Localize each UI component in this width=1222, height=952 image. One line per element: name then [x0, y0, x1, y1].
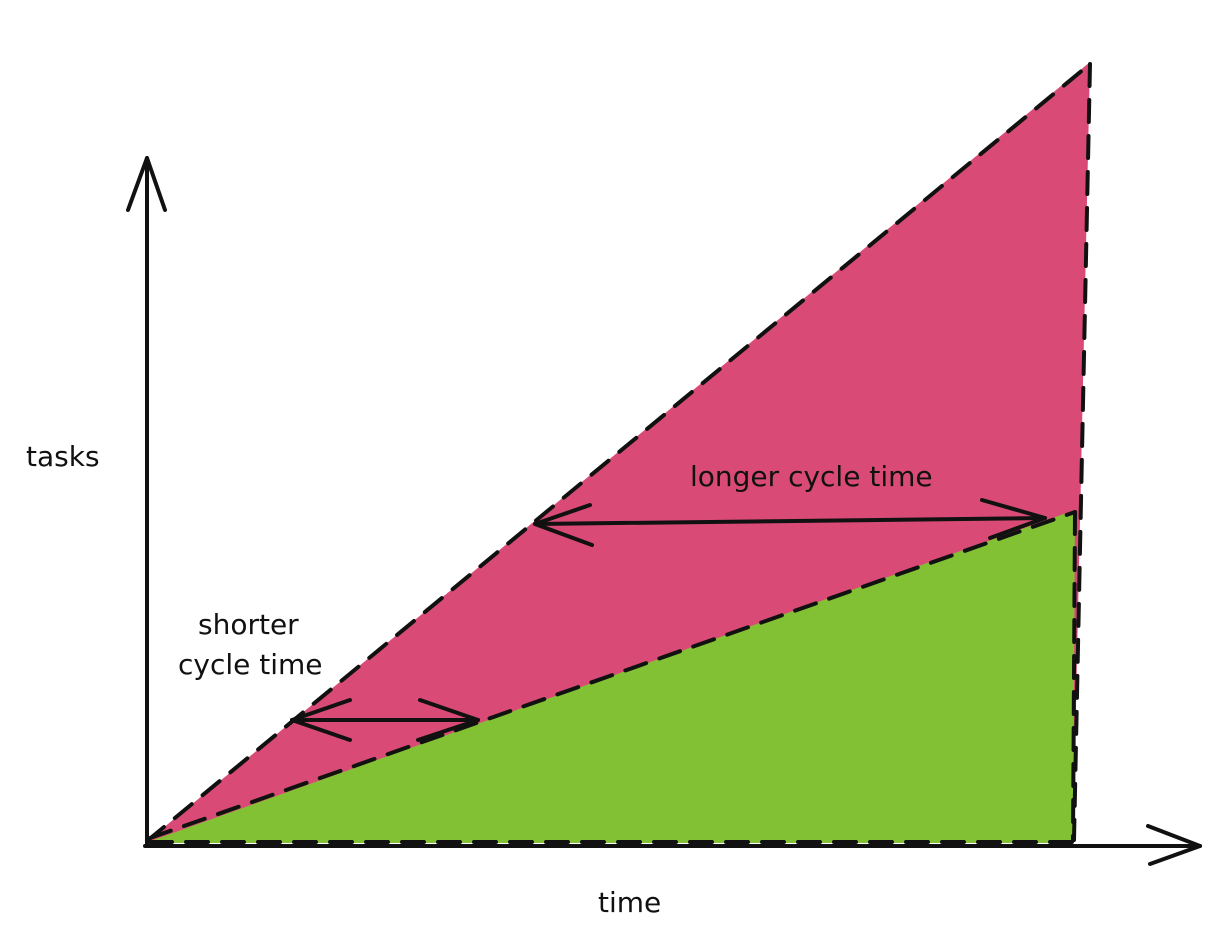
upper-line — [145, 62, 1092, 843]
right-edge — [1072, 62, 1092, 842]
lower-right-edge — [1071, 510, 1077, 842]
shorter-cycle-time-arrow — [290, 698, 480, 742]
y-axis-label: tasks — [26, 440, 100, 473]
longer-cycle-time-arrow — [533, 498, 1047, 547]
dashed-boundaries — [145, 62, 1092, 844]
lower-line — [148, 510, 1077, 840]
y-axis-arrowhead — [126, 156, 167, 212]
x-axis-label: time — [598, 886, 661, 919]
x-axis-arrowhead — [1146, 824, 1202, 866]
longer-cycle-time-label: longer cycle time — [690, 460, 933, 493]
shorter-cycle-time-label-line2: cycle time — [178, 648, 323, 681]
axes — [126, 156, 1202, 866]
shorter-cycle-time-label-line1: shorter — [198, 608, 299, 641]
